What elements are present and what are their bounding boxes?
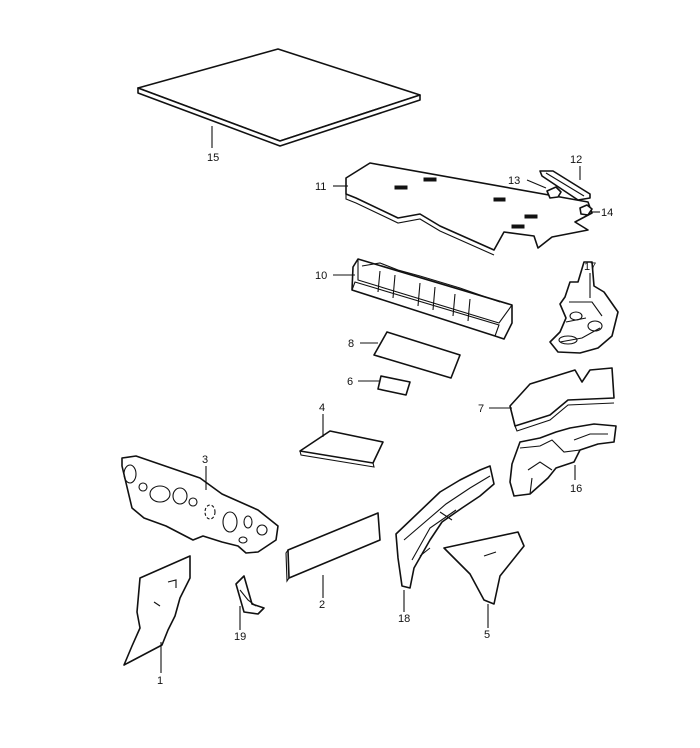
part-12-bracket: [539, 170, 591, 201]
part-1-panel: [123, 555, 191, 666]
callout-11: 11: [315, 181, 326, 193]
part-18-shield: [549, 261, 619, 354]
part-5-pad: [443, 531, 525, 605]
callout-5: 5: [484, 629, 490, 641]
leader-lines: [160, 126, 600, 673]
callout-18: 17: [584, 261, 596, 273]
callout-4: 4: [319, 402, 325, 414]
callout-2: 2: [319, 599, 325, 611]
part-8-pad: [373, 331, 461, 379]
callout-3: 3: [202, 454, 208, 466]
callout-8: 8: [348, 338, 354, 350]
callout-19: 19: [234, 631, 246, 643]
callout-7: 7: [478, 403, 484, 415]
callout-6: 6: [347, 376, 353, 388]
callout-13: 13: [508, 175, 520, 187]
part-14-nut: [579, 204, 593, 216]
part-6-pad: [377, 375, 411, 396]
callout-12: 12: [570, 154, 582, 166]
part-10-box: [351, 258, 513, 340]
part-16-molded: [509, 423, 617, 497]
callouts: 15 11 12 13 14 10 17 8 6 7 4 3 16 2 18 5…: [157, 152, 613, 687]
callout-10: 10: [315, 270, 327, 282]
part-3-dash: [121, 455, 279, 554]
callout-17: 18: [398, 613, 410, 625]
part-7-pad: [509, 367, 615, 432]
callout-16: 16: [570, 483, 582, 495]
part-15-mat: [137, 48, 421, 147]
part-2-slab: [285, 512, 381, 583]
callout-14: 14: [601, 207, 613, 219]
part-19-clip: [235, 575, 265, 615]
callout-15: 15: [207, 152, 219, 164]
part-17-tunnel: [395, 465, 495, 589]
callout-1: 1: [157, 675, 163, 687]
part-4-pad: [299, 430, 384, 468]
part-13-clip: [546, 186, 562, 199]
